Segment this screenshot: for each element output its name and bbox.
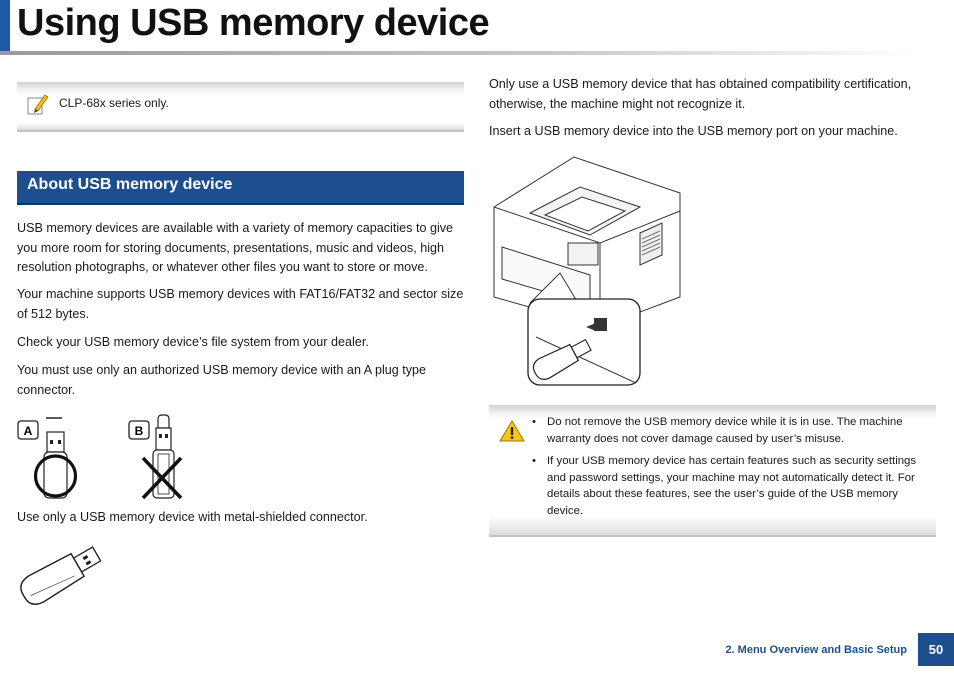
- title-divider: [0, 51, 920, 55]
- pen-icon: [27, 94, 49, 115]
- page-title: Using USB memory device: [17, 2, 490, 44]
- paragraph: Insert a USB memory device into the USB …: [489, 124, 898, 138]
- warning-item: • If your USB memory device has certain …: [529, 453, 934, 519]
- warning-item: • Do not remove the USB memory device wh…: [529, 414, 934, 447]
- footer-section-label: 2. Menu Overview and Basic Setup: [725, 644, 907, 656]
- title-accent-bar: [0, 0, 10, 52]
- page-number: 50: [918, 633, 954, 666]
- warning-box: • Do not remove the USB memory device wh…: [489, 405, 936, 537]
- plug-b-diagram: B: [128, 414, 183, 500]
- paragraph: You must use only an authorized USB memo…: [17, 363, 427, 397]
- warning-icon: [499, 420, 525, 442]
- paragraph: Only use a USB memory device that has ob…: [489, 77, 912, 111]
- plug-type-diagram: A B: [17, 414, 183, 500]
- label-b: B: [135, 424, 144, 438]
- section-heading-text: About USB memory device: [27, 176, 233, 193]
- note-text: CLP-68x series only.: [59, 96, 169, 110]
- paragraph: Your machine supports USB memory devices…: [17, 287, 464, 321]
- label-a: A: [24, 424, 33, 438]
- warning-item-text: If your USB memory device has certain fe…: [547, 455, 917, 517]
- bullet: •: [532, 455, 536, 467]
- bullet: •: [532, 416, 536, 428]
- warning-item-text: Do not remove the USB memory device whil…: [547, 416, 903, 445]
- note-box: CLP-68x series only.: [17, 82, 464, 132]
- warning-list: • Do not remove the USB memory device wh…: [529, 414, 934, 525]
- paragraph: USB memory devices are available with a …: [17, 221, 454, 274]
- usb-stick-illustration: [20, 546, 102, 605]
- paragraph: Use only a USB memory device with metal-…: [17, 510, 368, 524]
- printer-usb-port-illustration: [493, 156, 681, 386]
- section-heading: About USB memory device: [17, 171, 464, 205]
- plug-a-diagram: A: [17, 417, 78, 499]
- paragraph: Check your USB memory device’s file syst…: [17, 335, 369, 349]
